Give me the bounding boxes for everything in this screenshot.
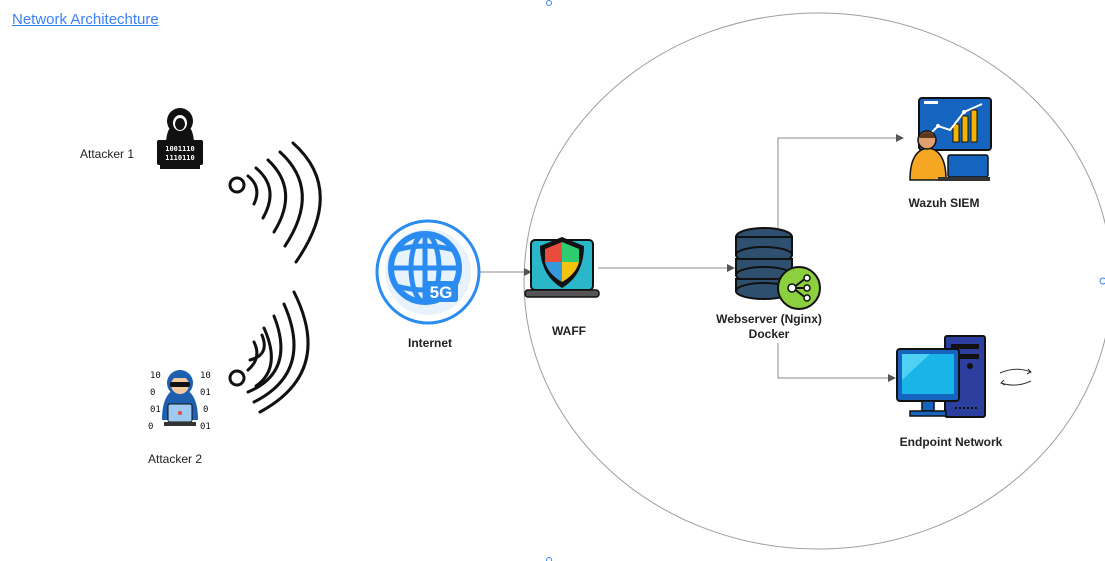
svg-text:0: 0 — [148, 422, 153, 432]
webserver-database-icon[interactable] — [735, 227, 793, 300]
waff-shield-laptop-icon[interactable] — [524, 237, 600, 298]
network-boundary-circle — [523, 12, 1105, 550]
selection-handle-bottom[interactable] — [546, 557, 552, 561]
attacker2-icon[interactable]: 10 0 01 0 10 01 0 01 — [148, 370, 211, 432]
docker-network-icon[interactable] — [777, 266, 821, 310]
internet-label: Internet — [408, 336, 452, 350]
internet-globe-icon[interactable]: 5G — [375, 219, 481, 325]
wireless-signal-icon-1 — [228, 141, 322, 264]
endpoint-computer-icon[interactable] — [896, 335, 986, 418]
svg-text:01: 01 — [200, 388, 211, 398]
wireless-signal-icon-2 — [228, 290, 310, 414]
endpoint-network-label: Endpoint Network — [900, 435, 1003, 449]
attacker2-binary-mid: 0 — [150, 388, 155, 398]
waff-label: WAFF — [552, 324, 586, 338]
attacker2-binary-bot: 01 — [150, 405, 161, 415]
wazuh-siem-label: Wazuh SIEM — [909, 196, 980, 210]
attacker2-label: Attacker 2 — [148, 452, 202, 466]
page-title-link[interactable]: Network Architechture — [12, 11, 159, 28]
webserver-label-line2: Docker — [749, 327, 790, 341]
svg-text:10: 10 — [200, 371, 211, 381]
refresh-cycle-icon[interactable] — [999, 368, 1032, 386]
attacker1-icon[interactable]: 1001110 1110110 — [157, 108, 203, 169]
internet-5g-badge: 5G — [430, 283, 453, 302]
selection-handle-right[interactable] — [1099, 277, 1105, 285]
attacker1-binary-line2: 1110110 — [165, 154, 195, 162]
selection-handle-top[interactable] — [546, 0, 552, 6]
webserver-label-line1: Webserver (Nginx) — [716, 312, 822, 326]
attacker1-binary-line1: 1001110 — [165, 145, 195, 153]
svg-text:0: 0 — [203, 405, 208, 415]
attacker1-label: Attacker 1 — [80, 147, 134, 161]
wazuh-siem-analyst-icon[interactable] — [909, 97, 992, 181]
edge-webserver-to-siem — [777, 134, 904, 228]
attacker2-binary-top: 10 — [150, 371, 161, 381]
edge-webserver-to-endpoint — [777, 343, 896, 382]
svg-text:01: 01 — [200, 422, 211, 432]
